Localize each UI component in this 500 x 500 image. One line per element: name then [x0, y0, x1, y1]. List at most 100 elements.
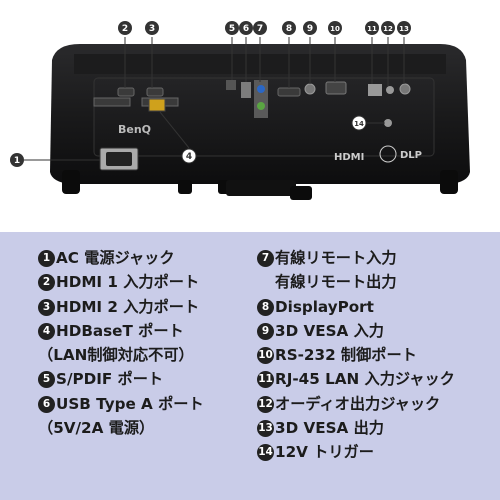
- legend-text: RS-232 制御ポート: [275, 346, 417, 365]
- legend-item-continuation: （LAN制御対応不可）: [38, 343, 204, 367]
- svg-text:13: 13: [399, 25, 409, 33]
- legend-text: （LAN制御対応不可）: [38, 346, 194, 365]
- svg-text:4: 4: [186, 152, 192, 162]
- foot-right: [440, 170, 458, 194]
- svg-text:12: 12: [383, 25, 393, 33]
- svg-text:11: 11: [367, 25, 377, 33]
- legend-text: オーディオ出力ジャック: [275, 394, 441, 413]
- number-badge: 10: [257, 347, 274, 365]
- callout-14: 14: [351, 115, 367, 131]
- dlp-logo-ring: [379, 145, 397, 163]
- legend-text: 12V トリガー: [275, 443, 374, 462]
- hdmi1-port: [117, 87, 135, 97]
- number-badge: 9: [257, 322, 274, 340]
- remote-out-jack: [257, 102, 265, 110]
- callout-5: 5: [225, 21, 239, 35]
- legend-text: 有線リモート出力: [275, 273, 397, 292]
- foot-center-left: [178, 180, 192, 194]
- callout-1: 1: [10, 153, 24, 167]
- rj45-port: [368, 84, 382, 96]
- foot-right-center: [290, 186, 312, 200]
- legend-item-continuation: （5V/2A 電源）: [38, 416, 204, 440]
- callout-7: 7: [253, 21, 267, 35]
- hdbaset-port: [148, 98, 166, 112]
- svg-text:6: 6: [243, 24, 249, 34]
- callout-9: 9: [303, 21, 317, 35]
- hdmi1-shroud: [93, 97, 131, 107]
- callout-6: 6: [239, 21, 253, 35]
- number-badge: 2: [38, 274, 55, 292]
- svg-text:10: 10: [330, 25, 340, 33]
- legend-text: 3D VESA 出力: [275, 419, 384, 438]
- foot-left: [62, 170, 80, 194]
- brand-logo: BenQ: [118, 123, 151, 136]
- displayport: [277, 87, 301, 97]
- svg-text:8: 8: [286, 24, 292, 34]
- number-badge: 8: [257, 298, 274, 316]
- hdmi2-port: [146, 87, 164, 97]
- callout-10: 10: [328, 21, 342, 35]
- center-base: [226, 180, 296, 196]
- number-badge: 6: [38, 395, 55, 413]
- legend-text: 3D VESA 入力: [275, 321, 384, 340]
- usb-port: [241, 82, 251, 98]
- rs232-port: [325, 81, 347, 95]
- svg-text:2: 2: [122, 24, 128, 34]
- callout-13: 13: [397, 21, 411, 35]
- legend-text: 有線リモート入力: [275, 249, 397, 267]
- callout-2: 2: [118, 21, 132, 35]
- hdmi-logo: HDMI: [334, 152, 364, 163]
- callout-12: 12: [381, 21, 395, 35]
- legend-text: S/PDIF ポート: [56, 370, 164, 389]
- legend-text: HDMI 1 入力ポート: [56, 273, 200, 292]
- trigger-jack: [384, 119, 392, 127]
- number-badge: 4: [38, 322, 55, 340]
- number-badge: 5: [38, 371, 55, 389]
- projector-rear-photo: BenQ HDMI DLP 2 3 5 6 7 8: [0, 0, 500, 228]
- callout-3: 3: [145, 21, 159, 35]
- callout-4: 4: [181, 148, 197, 164]
- legend-text: AC 電源ジャック: [56, 249, 175, 267]
- legend-text: USB Type A ポート: [56, 394, 204, 413]
- vesa-in-port: [304, 83, 316, 95]
- svg-text:3: 3: [149, 24, 155, 34]
- legend-panel: [0, 232, 500, 500]
- vesa-out-port: [399, 83, 411, 95]
- legend-text: HDMI 2 入力ポート: [56, 297, 200, 316]
- number-badge: 7: [257, 250, 274, 267]
- legend-text: HDBaseT ポート: [56, 321, 184, 340]
- svg-text:1: 1: [14, 156, 20, 166]
- number-badge: 12: [257, 395, 274, 413]
- legend-text: （5V/2A 電源）: [38, 419, 155, 438]
- legend-item-continuation: 有線リモート出力: [257, 270, 455, 294]
- remote-in-jack: [257, 85, 265, 93]
- audio-out-jack: [386, 86, 394, 94]
- number-badge: 14: [257, 444, 274, 462]
- callout-8: 8: [282, 21, 296, 35]
- number-badge: 1: [38, 250, 55, 267]
- number-badge: 13: [257, 420, 274, 438]
- legend-text: DisplayPort: [275, 297, 374, 316]
- svg-text:5: 5: [229, 24, 235, 34]
- svg-text:9: 9: [307, 24, 313, 34]
- svg-text:14: 14: [354, 120, 364, 128]
- dlp-logo: DLP: [400, 150, 422, 161]
- projector-illustration: BenQ HDMI DLP 2 3 5 6 7 8: [10, 21, 470, 200]
- number-badge: 11: [257, 371, 274, 389]
